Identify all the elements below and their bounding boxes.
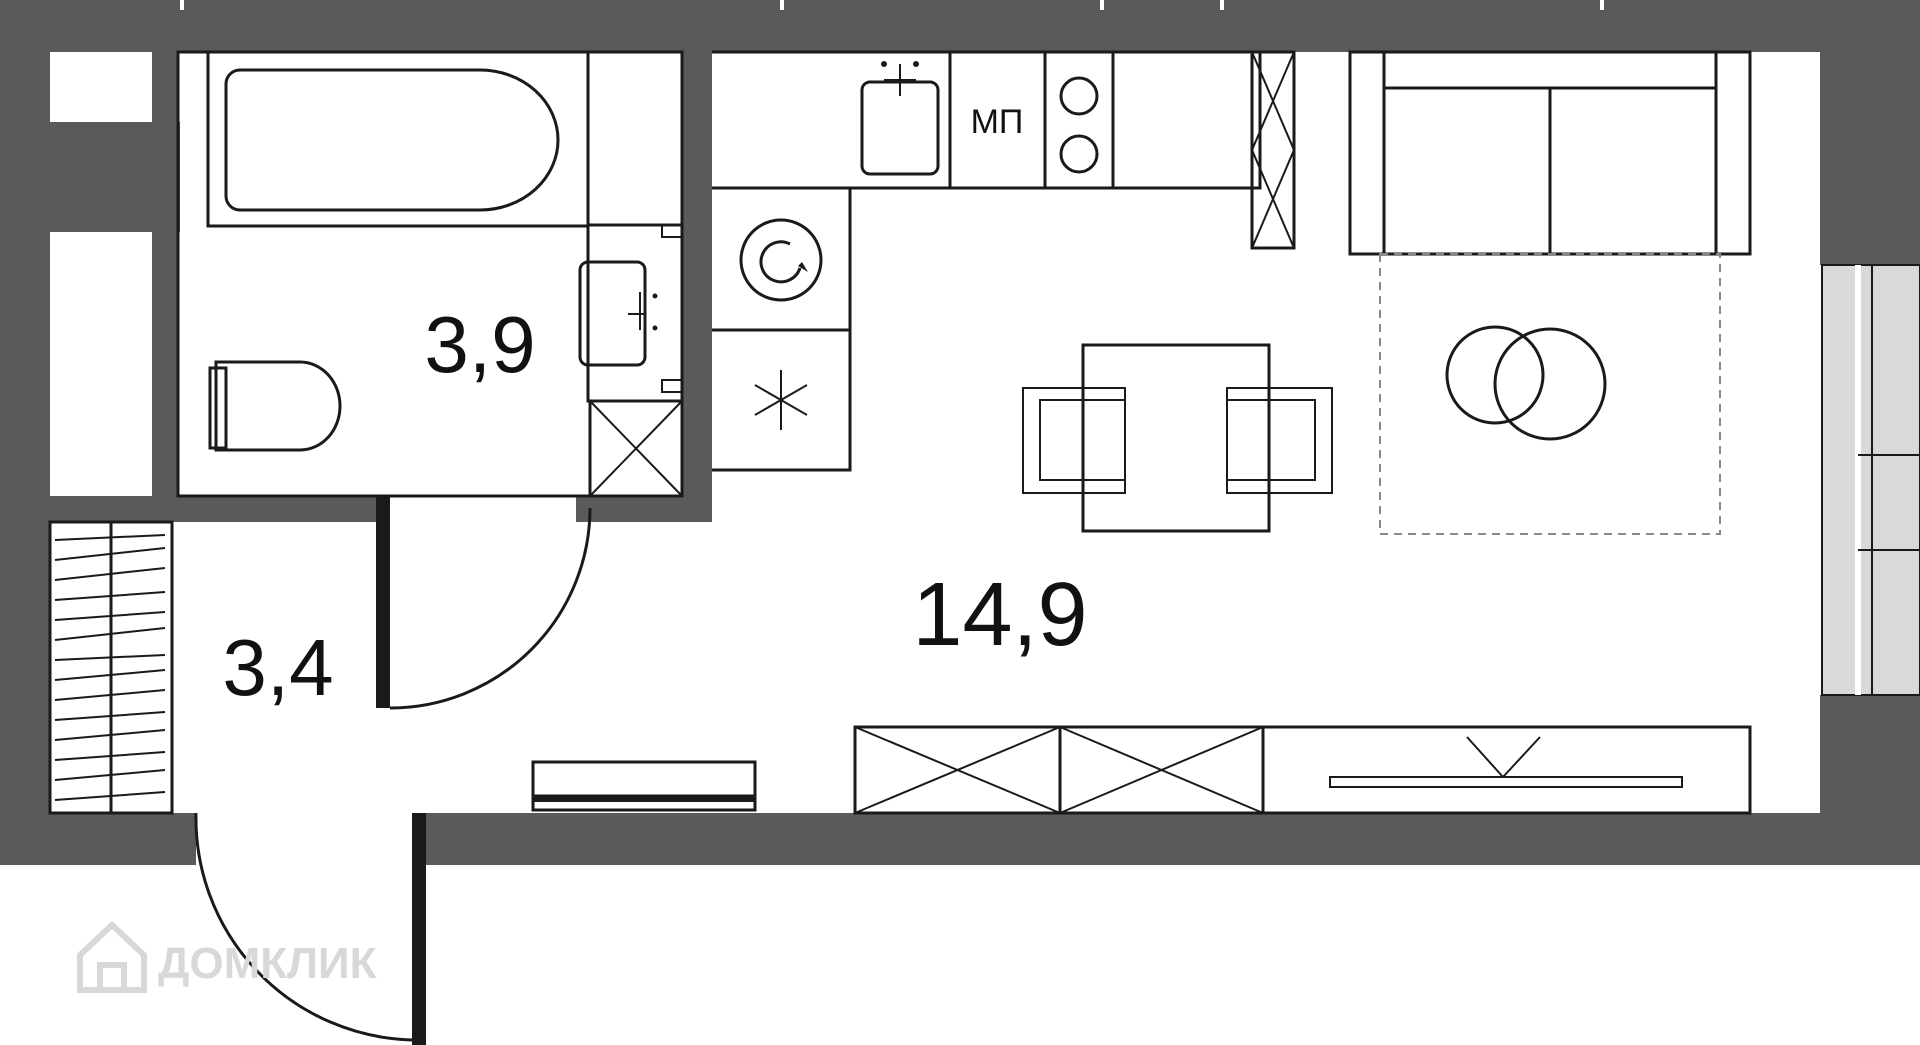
rug-icon [1379, 253, 1721, 535]
wall-bathroom-bottom [50, 496, 376, 522]
window-right [1821, 264, 1920, 696]
tall-cabinet-icon [1250, 50, 1296, 250]
living-room-area-label: 14,9 [912, 565, 1087, 665]
tv-icon [1329, 736, 1683, 788]
stove-icon [1059, 76, 1099, 174]
radiator-icon [531, 760, 757, 812]
sink-icon [578, 223, 684, 403]
bathroom-outline [176, 50, 684, 498]
coffee-table-icon [1445, 325, 1607, 441]
wardrobe-icon [48, 520, 174, 815]
wall-bathroom-right [682, 52, 712, 512]
chair-right-icon [1226, 387, 1333, 494]
bathtub-icon [206, 50, 590, 228]
wall-right-upper [1820, 0, 1920, 265]
wall-top [0, 0, 1920, 52]
living-room: 14,9 [531, 50, 1752, 815]
washing-machine-icon [739, 218, 823, 302]
toilet-icon [208, 360, 342, 452]
house-icon [77, 920, 147, 993]
chair-left-icon [1022, 387, 1126, 494]
watermark: ДОМКЛИК [77, 920, 377, 993]
bathroom-area-label: 3,9 [424, 300, 535, 389]
wall-bottom [426, 813, 1920, 865]
hallway: 3,4 [48, 520, 334, 815]
bathroom: 3,9 [176, 50, 684, 498]
tv-console-icon [853, 725, 1752, 815]
kitchen-counter [712, 50, 1262, 472]
wall-left [0, 0, 50, 865]
bathroom-door[interactable] [376, 496, 592, 710]
snowflake-icon [754, 370, 808, 430]
kitchen: МП [712, 50, 1296, 472]
microwave-label: МП [971, 103, 1024, 141]
watermark-text: ДОМКЛИК [158, 939, 377, 988]
kitchen-sink-icon [860, 61, 940, 176]
walls [0, 0, 1920, 865]
entrance-door[interactable] [194, 812, 426, 1045]
wall-right-lower [1820, 695, 1920, 865]
hallway-area-label: 3,4 [222, 623, 333, 712]
sofa-icon [1348, 50, 1752, 256]
ventilation-shaft-icon [588, 399, 684, 498]
dining-table-icon [1081, 343, 1271, 533]
